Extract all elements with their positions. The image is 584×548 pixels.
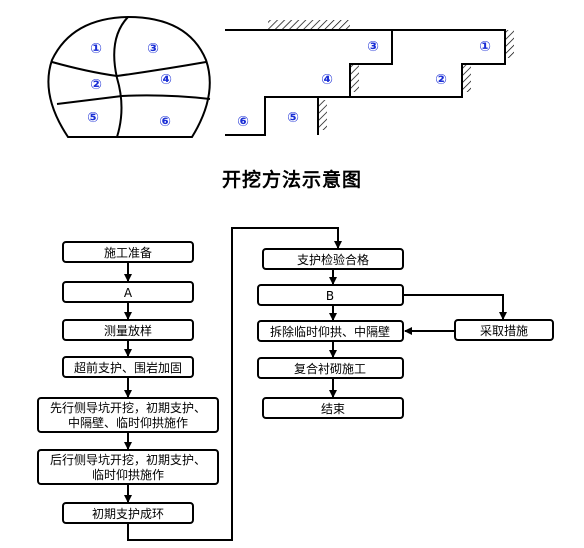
flowchart-right: [257, 248, 554, 419]
flowchart-right-text: 支护检验合格 B 拆除临时仰拱、中隔壁 复合衬砌施工 结束 采取措施: [270, 252, 528, 416]
label-section-2: ②: [90, 77, 102, 93]
diagram-caption: 开挖方法示意图: [221, 169, 362, 191]
label-section-1: ①: [90, 41, 102, 57]
box-step-10: [257, 320, 404, 342]
box-step-11: [257, 357, 404, 379]
face-hatch-1: [505, 30, 514, 58]
profile-label-2: ②: [435, 72, 447, 88]
tunnel-outline: [47, 15, 211, 138]
box-step-12: [262, 397, 404, 419]
step-3-label: 测量放样: [104, 323, 152, 338]
profile-label-3: ③: [367, 39, 379, 55]
profile-label-6: ⑥: [237, 114, 249, 130]
profile-outline: [225, 29, 506, 136]
tunnel-cross-section: [47, 15, 211, 138]
center-divider: [113, 16, 129, 138]
side-step-label: 采取措施: [480, 324, 528, 338]
longitudinal-profile: ① ③ ② ④ ⑤ ⑥: [225, 20, 514, 136]
face-hatch-2: [462, 64, 471, 92]
profile-label-5: ⑤: [287, 110, 299, 126]
label-section-4: ④: [160, 72, 172, 88]
section-numbers: ① ③ ② ④ ⑤ ⑥: [87, 41, 172, 130]
step-11-label: 复合衬砌施工: [294, 361, 366, 376]
step-4-label: 超前支护、围岩加固: [74, 360, 182, 375]
step-10-label: 拆除临时仰拱、中隔壁: [270, 324, 390, 339]
step-8-label: 支护检验合格: [297, 252, 369, 267]
step-7-label: 初期支护成环: [92, 507, 164, 521]
step-5-line-1: 先行侧导坑开挖，初期支护、: [50, 400, 206, 415]
label-section-5: ⑤: [87, 110, 99, 126]
face-hatch-4: [318, 100, 327, 130]
ground-hatch: [268, 20, 350, 29]
lower-bench-line: [56, 94, 211, 105]
upper-bench-line: [51, 61, 207, 78]
step-6-line-2: 临时仰拱施作: [92, 467, 164, 482]
profile-label-4: ④: [321, 72, 333, 88]
profile-label-1: ①: [479, 39, 491, 55]
step-9-label: B: [326, 289, 334, 303]
face-hatch-3: [351, 64, 359, 92]
flowchart-left-text: 施工准备 A 测量放样 超前支护、围岩加固 先行侧导坑开挖，初期支护、 中隔壁、…: [50, 246, 206, 521]
flowchart-left: [37, 241, 219, 524]
flowchart-right-arrows: [329, 269, 507, 398]
flowchart-left-arrows: [124, 227, 342, 541]
label-section-6: ⑥: [159, 114, 171, 130]
step-5-line-2: 中隔壁、临时仰拱施作: [68, 415, 188, 430]
step-6-line-1: 后行侧导坑开挖，初期支护、: [50, 452, 206, 467]
step-2-label: A: [124, 286, 133, 300]
step-1-label: 施工准备: [104, 246, 152, 260]
label-section-3: ③: [147, 41, 159, 57]
step-12-label: 结束: [321, 402, 345, 416]
